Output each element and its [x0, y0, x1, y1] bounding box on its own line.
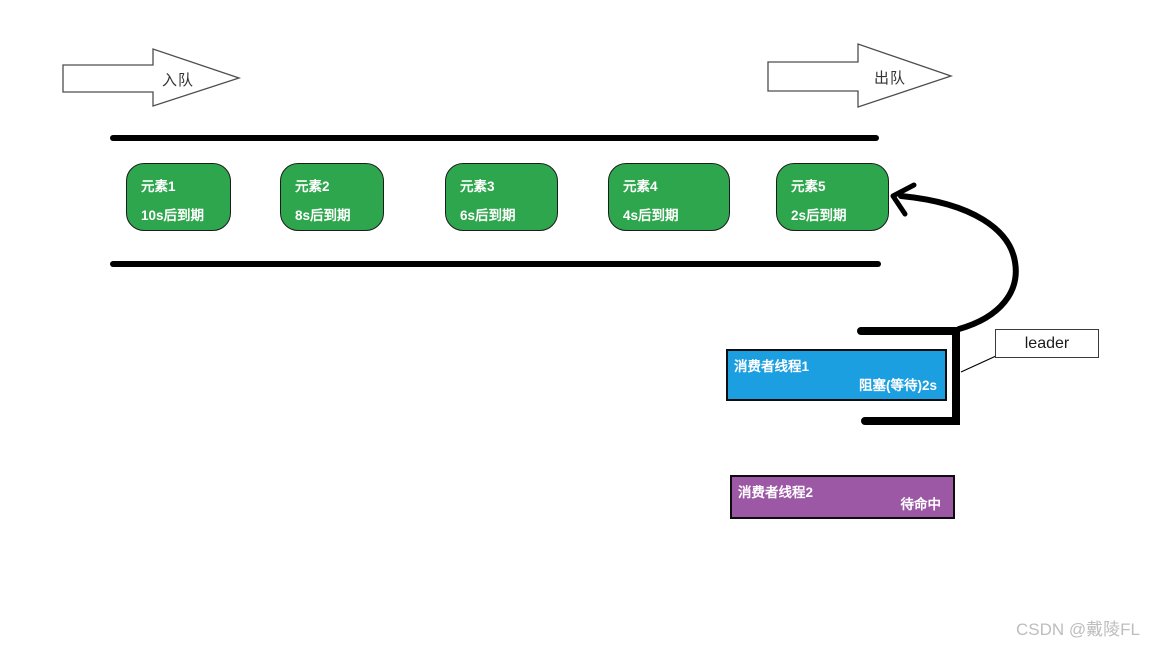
- consumer-thread-2-box: 消费者线程2 待命中: [730, 475, 955, 519]
- queue-element-5: 元素5 2s后到期: [776, 163, 889, 231]
- queue-element-2: 元素2 8s后到期: [280, 163, 384, 231]
- consumer-thread-1-box: 消费者线程1 阻塞(等待)2s: [726, 349, 947, 401]
- queue-element-4: 元素4 4s后到期: [608, 163, 730, 231]
- leader-label-box: leader: [995, 329, 1099, 358]
- queue-element-3: 元素3 6s后到期: [445, 163, 558, 231]
- leader-connector-line: [960, 355, 997, 373]
- element-name: 元素5: [791, 179, 826, 194]
- consumer-thread-2-title: 消费者线程2: [738, 485, 814, 500]
- element-expiry: 4s后到期: [623, 208, 679, 223]
- csdn-watermark: CSDN @戴陵FL: [1016, 620, 1140, 639]
- element-name: 元素1: [141, 179, 176, 194]
- element-name: 元素4: [623, 179, 658, 194]
- queue-element-1: 元素1 10s后到期: [126, 163, 231, 231]
- enqueue-label: 入队: [161, 72, 194, 89]
- curved-arrow-head: [890, 182, 917, 217]
- element-expiry: 10s后到期: [141, 208, 205, 223]
- enqueue-arrow-shape: [62, 48, 242, 107]
- consumer-thread-2-status: 待命中: [900, 497, 942, 512]
- dequeue-label: 出队: [873, 70, 906, 87]
- element-name: 元素3: [460, 179, 495, 194]
- element-expiry: 2s后到期: [791, 208, 847, 223]
- curved-arrow: [898, 193, 1019, 332]
- element-expiry: 8s后到期: [295, 208, 351, 223]
- element-expiry: 6s后到期: [460, 208, 516, 223]
- leader-bracket: [857, 327, 960, 425]
- dequeue-arrow-shape: [767, 43, 954, 108]
- consumer-thread-1-title: 消费者线程1: [734, 359, 810, 374]
- element-name: 元素2: [295, 179, 330, 194]
- consumer-thread-1-status: 阻塞(等待)2s: [858, 378, 937, 393]
